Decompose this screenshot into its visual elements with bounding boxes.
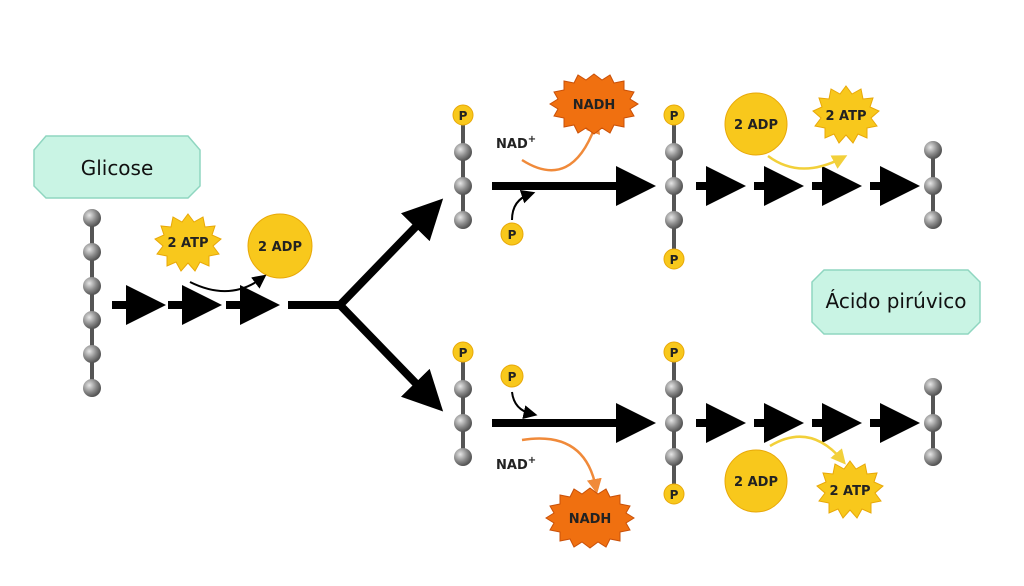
upper-chain-1: P [452, 104, 474, 229]
svg-text:P: P [459, 109, 468, 123]
adp-out-lower-text: 2 ADP [734, 475, 778, 490]
upper-chain-2: P P [663, 104, 685, 270]
carbon-bead [665, 380, 683, 398]
carbon-bead [924, 141, 942, 159]
adp-out-upper-text: 2 ADP [734, 118, 778, 133]
svg-text:P: P [508, 370, 517, 384]
adp-out-upper-circle: 2 ADP [724, 92, 788, 156]
carbon-bead [83, 243, 101, 261]
phosphate-bead [452, 341, 474, 363]
carbon-bead [924, 177, 942, 195]
phosphate-bead [452, 104, 474, 126]
phosphate-bead [663, 248, 685, 270]
svg-text:P: P [459, 346, 468, 360]
carbon-bead [454, 380, 472, 398]
carbon-bead [924, 448, 942, 466]
carbon-bead [454, 448, 472, 466]
phosphate-in-lower: P [500, 364, 524, 388]
glucose-label: Glicose [33, 135, 201, 199]
carbon-bead [665, 143, 683, 161]
adp-out-lower-circle: 2 ADP [724, 449, 788, 513]
lower-chain-2: P P [663, 341, 685, 505]
phosphate-bead [663, 104, 685, 126]
initial-arrows [112, 198, 444, 412]
lower-chain-1: P [452, 341, 474, 466]
carbon-bead [454, 414, 472, 432]
svg-text:P: P [670, 109, 679, 123]
upper-pyruvate-chain [924, 141, 942, 229]
nadh-lower-burst: NADH [545, 487, 635, 549]
split-arrow-down [337, 302, 444, 412]
adp-in-text: 2 ADP [258, 240, 302, 255]
carbon-bead [665, 448, 683, 466]
glucose-text: Glicose [81, 156, 154, 180]
carbon-bead [454, 177, 472, 195]
atp-out-upper-text: 2 ATP [825, 109, 866, 124]
lower-pyruvate-chain [924, 378, 942, 466]
svg-text:P: P [670, 253, 679, 267]
atp-out-lower-burst: 2 ATP [816, 460, 884, 519]
adp-in-circle: 2 ADP [247, 213, 313, 279]
atp-in-burst: 2 ATP [154, 213, 222, 272]
svg-text:P: P [670, 346, 679, 360]
carbon-bead [665, 177, 683, 195]
phosphate-bead [663, 483, 685, 505]
carbon-bead [454, 143, 472, 161]
adp-to-atp-arrow-upper [767, 154, 848, 170]
pyruvate-text: Ácido pirúvico [826, 289, 967, 313]
adp-to-atp-arrow-lower [769, 435, 846, 465]
carbon-bead [924, 378, 942, 396]
carbon-bead [83, 345, 101, 363]
phosphate-bead [663, 341, 685, 363]
carbon-bead [83, 209, 101, 227]
atp-to-adp-arrow [189, 274, 267, 293]
carbon-bead [454, 211, 472, 229]
nadh-lower-text: NADH [569, 512, 612, 527]
carbon-bead [83, 379, 101, 397]
atp-out-upper-burst: 2 ATP [812, 85, 880, 144]
phosphate-join-arrow-upper [511, 190, 536, 221]
phosphate-in-upper: P [500, 222, 524, 246]
glucose-chain [83, 209, 101, 397]
svg-text:P: P [508, 228, 517, 242]
carbon-bead [924, 414, 942, 432]
split-arrow-up [337, 198, 444, 308]
carbon-bead [665, 211, 683, 229]
atp-out-lower-text: 2 ATP [829, 484, 870, 499]
nad-to-nadh-arrow-upper [521, 118, 601, 172]
nad-to-nadh-arrow-lower [521, 437, 602, 494]
carbon-bead [83, 277, 101, 295]
phosphate-join-arrow-lower [511, 391, 538, 420]
nadh-upper-text: NADH [573, 98, 616, 113]
carbon-bead [924, 211, 942, 229]
carbon-bead [83, 311, 101, 329]
atp-in-text: 2 ATP [167, 236, 208, 251]
svg-text:P: P [670, 488, 679, 502]
nadh-upper-burst: NADH [549, 73, 639, 135]
nad-upper-text: NAD+ [496, 134, 536, 152]
pyruvate-label: Ácido pirúvico [811, 269, 981, 335]
nad-lower-text: NAD+ [496, 455, 536, 473]
carbon-bead [665, 414, 683, 432]
